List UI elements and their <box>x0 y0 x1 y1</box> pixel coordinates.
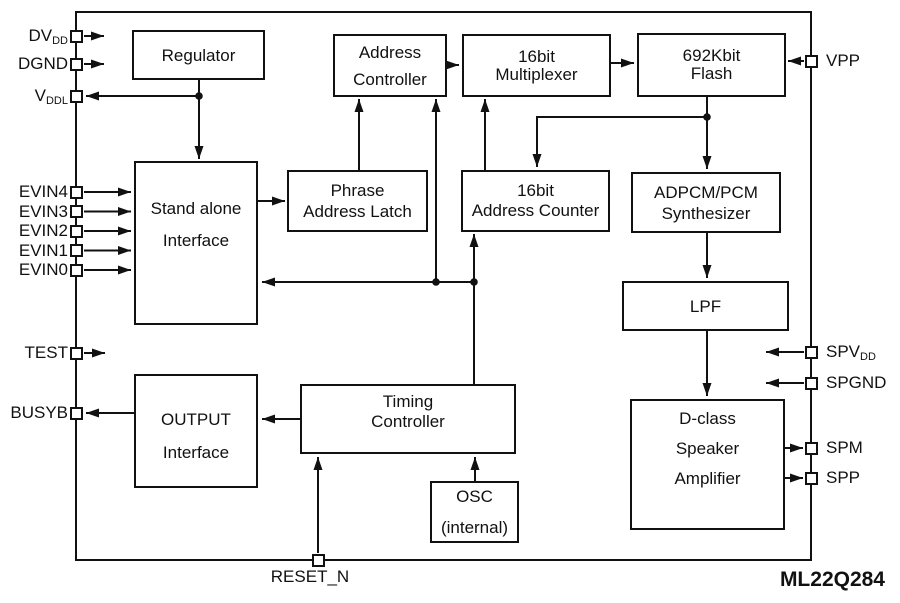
block-label: (internal) <box>440 518 509 537</box>
block-label: Controller <box>371 412 445 431</box>
junction-dot <box>470 278 478 286</box>
block-label: D-class <box>679 409 736 428</box>
pin-label-text: VPP <box>826 51 861 70</box>
pin-label-text: EVIN2 <box>18 221 68 240</box>
pin-label-text: BUSYB <box>10 403 68 422</box>
block-label: 16bit <box>518 46 555 66</box>
pin-label-spm: SPM <box>826 437 863 459</box>
block-label: OSC <box>456 487 493 506</box>
pin-evin0 <box>70 263 83 277</box>
pin-dgnd <box>70 57 83 71</box>
pin-label-text: SPM <box>826 438 863 457</box>
block-label: Address Latch <box>303 202 412 221</box>
block-label: Stand alone <box>150 199 242 218</box>
pin-label-spgnd: SPGND <box>826 372 886 394</box>
pin-label-vddl: VDDL <box>0 85 68 107</box>
block-label: Phrase <box>330 181 385 200</box>
pin-label-evin0: EVIN0 <box>0 259 68 281</box>
pin-test <box>70 346 83 360</box>
block-d-class-speaker-amplifier: D-class Speaker Amplifier <box>630 399 785 530</box>
pin-label-evin3: EVIN3 <box>0 201 68 223</box>
wire-flash-branch-to-address-counter <box>532 116 707 167</box>
block-label: ADPCM/PCM <box>654 182 758 202</box>
pin-spm <box>804 441 818 455</box>
pin-label-text: TEST <box>24 343 68 362</box>
block-label: Multiplexer <box>495 64 578 84</box>
pin-label-test: TEST <box>0 342 68 364</box>
block-adpcm-pcm-synthesizer: ADPCM/PCM Synthesizer <box>631 172 781 233</box>
block-phrase-address-latch: Phrase Address Latch <box>287 170 428 232</box>
chip-outline <box>75 11 812 561</box>
block-label: Flash <box>690 64 733 83</box>
pin-label-text: SPV <box>826 342 861 361</box>
pin-label-text: SPGND <box>826 373 887 392</box>
block-16bit-multiplexer: 16bit Multiplexer <box>462 34 611 97</box>
pin-label-dgnd: DGND <box>0 53 68 75</box>
pin-label-text: SPP <box>826 468 861 487</box>
block-label: Amplifier <box>674 469 741 488</box>
pin-label-text: EVIN1 <box>18 240 68 260</box>
pin-evin1 <box>70 244 83 257</box>
pin-label-text: DV <box>28 26 53 45</box>
junction-dot <box>432 278 440 286</box>
block-label: Address Counter <box>471 201 600 220</box>
pin-label-text: V <box>34 86 46 105</box>
pin-reset-n <box>311 553 325 567</box>
pin-label-text: EVIN4 <box>18 182 68 201</box>
pin-label-text: DGND <box>17 54 68 73</box>
block-stand-alone-interface: Stand alone Interface <box>134 161 258 325</box>
chip-name: ML22Q284 <box>779 568 885 591</box>
block-label: Timing <box>382 392 434 411</box>
pin-label-spvdd: SPVDD <box>826 341 876 363</box>
pin-vddl <box>70 89 83 103</box>
block-label: Address <box>358 42 422 62</box>
pin-evin3 <box>70 205 83 218</box>
block-label: Interface <box>162 443 230 462</box>
block-label: Interface <box>162 231 230 250</box>
block-label: OUTPUT <box>161 410 231 429</box>
block-timing-controller: Timing Controller <box>300 384 516 454</box>
block-label: Speaker <box>675 439 740 458</box>
junction-dot <box>195 92 203 100</box>
block-lpf: LPF <box>622 281 789 331</box>
pin-label-sub: DDL <box>45 95 68 107</box>
block-regulator: Regulator <box>132 30 265 80</box>
pin-evin4 <box>70 185 83 199</box>
block-label: 16bit <box>517 181 554 200</box>
pin-label-evin1: EVIN1 <box>0 240 68 262</box>
block-output-interface: OUTPUT Interface <box>134 374 258 488</box>
block-label: LPF <box>689 296 722 316</box>
pin-label-dvdd: DVDD <box>0 25 68 47</box>
pin-spgnd <box>804 376 818 390</box>
pin-label-busyb: BUSYB <box>0 402 68 424</box>
pin-label-text: RESET_N <box>270 567 350 586</box>
pin-label-sub: DD <box>52 35 68 47</box>
pin-spp <box>804 471 818 485</box>
block-osc-internal: OSC (internal) <box>430 481 519 543</box>
pin-label-sub: DD <box>860 351 876 363</box>
pin-spvdd <box>804 345 818 359</box>
pin-label-evin4: EVIN4 <box>0 181 68 203</box>
block-16bit-address-counter: 16bit Address Counter <box>461 170 610 232</box>
pin-label-reset-n: RESET_N <box>250 567 370 587</box>
pin-vpp <box>804 54 818 68</box>
junction-dot <box>703 113 711 121</box>
pin-label-text: EVIN3 <box>18 201 68 221</box>
block-flash: 692Kbit Flash <box>637 33 786 97</box>
block-label: 692Kbit <box>682 46 741 65</box>
pin-label-evin2: EVIN2 <box>0 220 68 242</box>
pin-label-spp: SPP <box>826 467 860 489</box>
pin-dvdd <box>70 29 83 43</box>
block-label: Regulator <box>161 45 236 65</box>
block-label: Controller <box>353 69 427 89</box>
block-address-controller: Address Controller <box>333 34 447 97</box>
block-label: Synthesizer <box>661 203 751 223</box>
pin-label-vpp: VPP <box>826 50 860 72</box>
pin-busyb <box>70 406 83 420</box>
pin-label-text: EVIN0 <box>18 260 68 279</box>
pin-evin2 <box>70 224 83 238</box>
